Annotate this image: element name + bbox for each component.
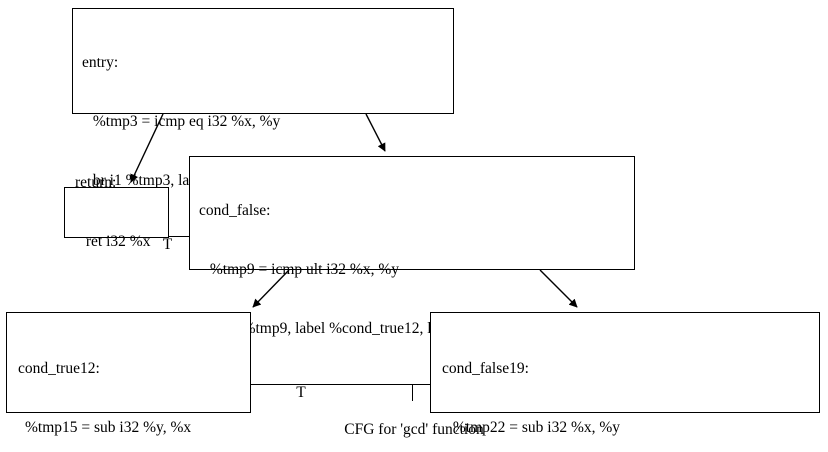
node-cond-false-label: cond_false: xyxy=(199,202,271,220)
node-cond-false19-body: cond_false19: %tmp22 = sub i32 %x, %y %t… xyxy=(431,313,819,452)
node-cond-false[interactable]: cond_false: %tmp9 = icmp ult i32 %x, %y … xyxy=(189,156,635,401)
node-cond-false-instruction-0: %tmp9 = icmp ult i32 %x, %y xyxy=(206,261,400,279)
node-entry[interactable]: entry: %tmp3 = icmp eq i32 %x, %y br i1 … xyxy=(72,8,454,253)
node-cond-false19-instruction-0: %tmp22 = sub i32 %x, %y xyxy=(449,419,621,437)
node-return-label: return: xyxy=(75,173,117,191)
node-cond-true12-instruction-0: %tmp15 = sub i32 %y, %x xyxy=(25,419,192,437)
node-cond-false19-label: cond_false19: xyxy=(442,360,529,378)
node-cond-false-port-true[interactable]: T xyxy=(296,384,306,402)
node-entry-port-true[interactable]: T xyxy=(162,236,173,254)
node-return-instruction-0: ret i32 %x xyxy=(82,232,151,250)
node-entry-label: entry: xyxy=(82,54,119,72)
node-return[interactable]: return: ret i32 %x xyxy=(64,174,169,250)
node-cond-true12-label: cond_true12: xyxy=(18,360,100,378)
node-cond-false19[interactable]: cond_false19: %tmp22 = sub i32 %x, %y %t… xyxy=(430,312,820,436)
node-entry-instruction-0: %tmp3 = icmp eq i32 %x, %y xyxy=(89,113,281,131)
node-cond-true12-body: cond_true12: %tmp15 = sub i32 %y, %x %tm… xyxy=(7,313,250,452)
node-return-body: return: ret i32 %x xyxy=(65,129,168,295)
node-cond-true12[interactable]: cond_true12: %tmp15 = sub i32 %y, %x %tm… xyxy=(6,312,251,436)
graph-caption: CFG for 'gcd' function xyxy=(344,421,484,438)
